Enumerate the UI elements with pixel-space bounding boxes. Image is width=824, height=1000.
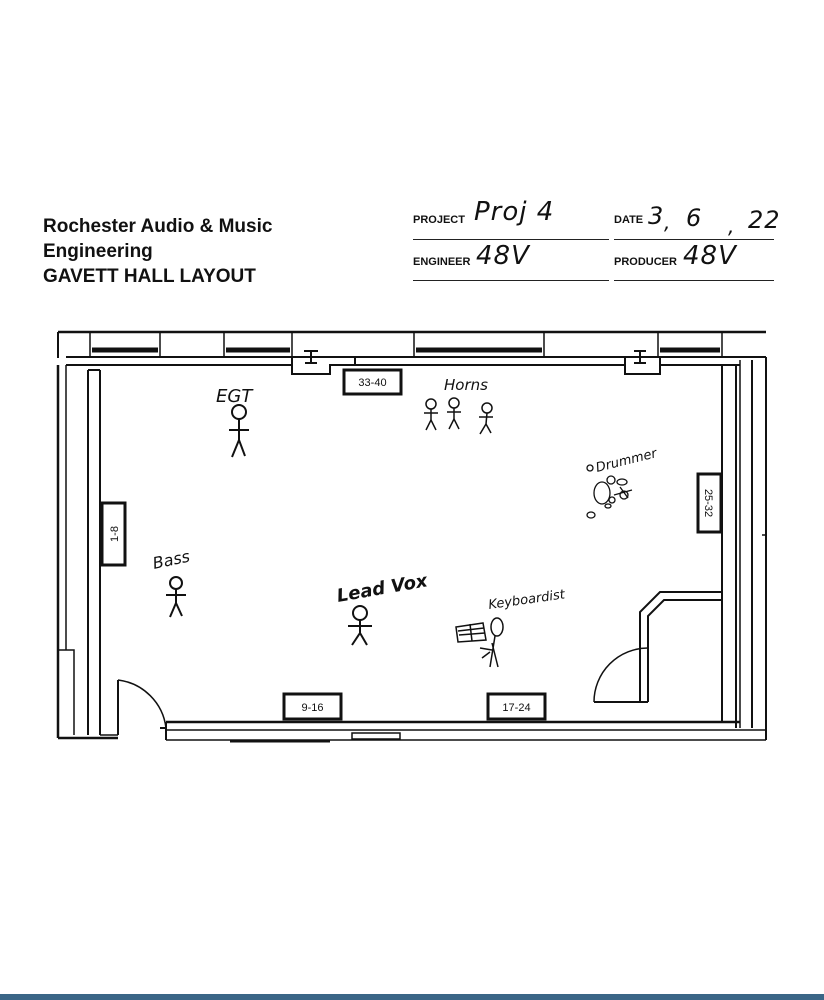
input-box-1-8: 1-8: [100, 501, 127, 567]
date-day[interactable]: 6: [686, 204, 703, 232]
title-line-1: Rochester Audio & Music: [43, 216, 273, 237]
engineer-label: ENGINEER: [413, 256, 471, 268]
date-month[interactable]: 3: [648, 202, 665, 230]
performer-label: EGT: [216, 386, 254, 407]
input-box-label: 33-40: [358, 377, 386, 389]
date-underline: [614, 239, 774, 240]
engineer-underline: [413, 280, 609, 281]
producer-underline: [614, 280, 774, 281]
producer-value[interactable]: 48V: [683, 241, 737, 271]
title-block: Rochester Audio & Music Engineering GAVE…: [43, 214, 373, 289]
input-box-33-40: 33-40: [342, 368, 403, 396]
producer-label: PRODUCER: [614, 256, 677, 268]
wall-lines: [56, 330, 767, 743]
date-year[interactable]: 22: [748, 206, 781, 234]
performer-label: Bass: [151, 547, 192, 573]
input-box-17-24: 17-24: [486, 692, 547, 721]
performer-bass: Bass: [151, 547, 192, 618]
performer-label: Keyboardist: [487, 587, 566, 613]
engineer-value[interactable]: 48V: [476, 241, 530, 271]
performer-horns: Horns: [424, 376, 493, 435]
performer-egt: EGT: [216, 386, 254, 458]
performer-label: Horns: [444, 376, 488, 394]
input-box-label: 1-8: [109, 526, 121, 542]
input-box-label: 25-32: [702, 489, 714, 517]
input-box-label: 17-24: [502, 702, 530, 714]
title-line-3: GAVETT HALL LAYOUT: [43, 266, 256, 287]
footer-rule: [0, 994, 824, 1000]
date-sep-2: ,: [728, 214, 736, 238]
date-sep-1: ,: [664, 210, 672, 234]
performer-keyboardist: Keyboardist: [455, 587, 567, 668]
input-box-25-32: 25-32: [696, 472, 723, 534]
title-line-2: Engineering: [43, 241, 153, 262]
date-label: DATE: [614, 214, 644, 226]
project-value[interactable]: Proj 4: [474, 197, 555, 227]
input-box-label: 9-16: [301, 702, 323, 714]
performer-label: Drummer: [594, 446, 660, 476]
input-box-9-16: 9-16: [282, 692, 343, 721]
performer-drummer: Drummer: [586, 446, 660, 519]
performer-lead-vox: Lead Vox: [335, 570, 430, 646]
project-label: PROJECT: [413, 214, 465, 226]
performer-label: Lead Vox: [335, 570, 430, 607]
project-underline: [413, 239, 609, 240]
